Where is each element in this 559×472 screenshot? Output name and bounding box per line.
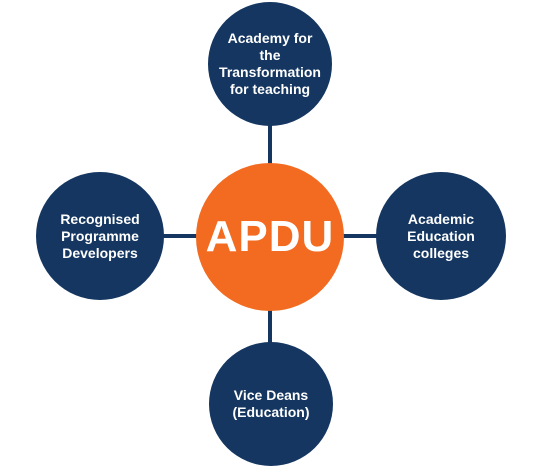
node-education-colleges: Academic Education colleges	[376, 172, 506, 300]
node-label: Recognised Programme Developers	[60, 210, 140, 261]
node-academy-transformation: Academy for the Transformation for teach…	[208, 2, 332, 126]
node-label: Academic Education colleges	[407, 210, 475, 261]
hub-label: APDU	[205, 212, 335, 261]
node-label: Vice Deans (Education)	[232, 387, 310, 420]
node-hub-apdu: APDU	[196, 163, 344, 311]
node-vice-deans: Vice Deans (Education)	[209, 342, 333, 466]
node-programme-developers: Recognised Programme Developers	[36, 172, 164, 300]
node-label: Academy for the Transformation for teach…	[219, 30, 321, 97]
